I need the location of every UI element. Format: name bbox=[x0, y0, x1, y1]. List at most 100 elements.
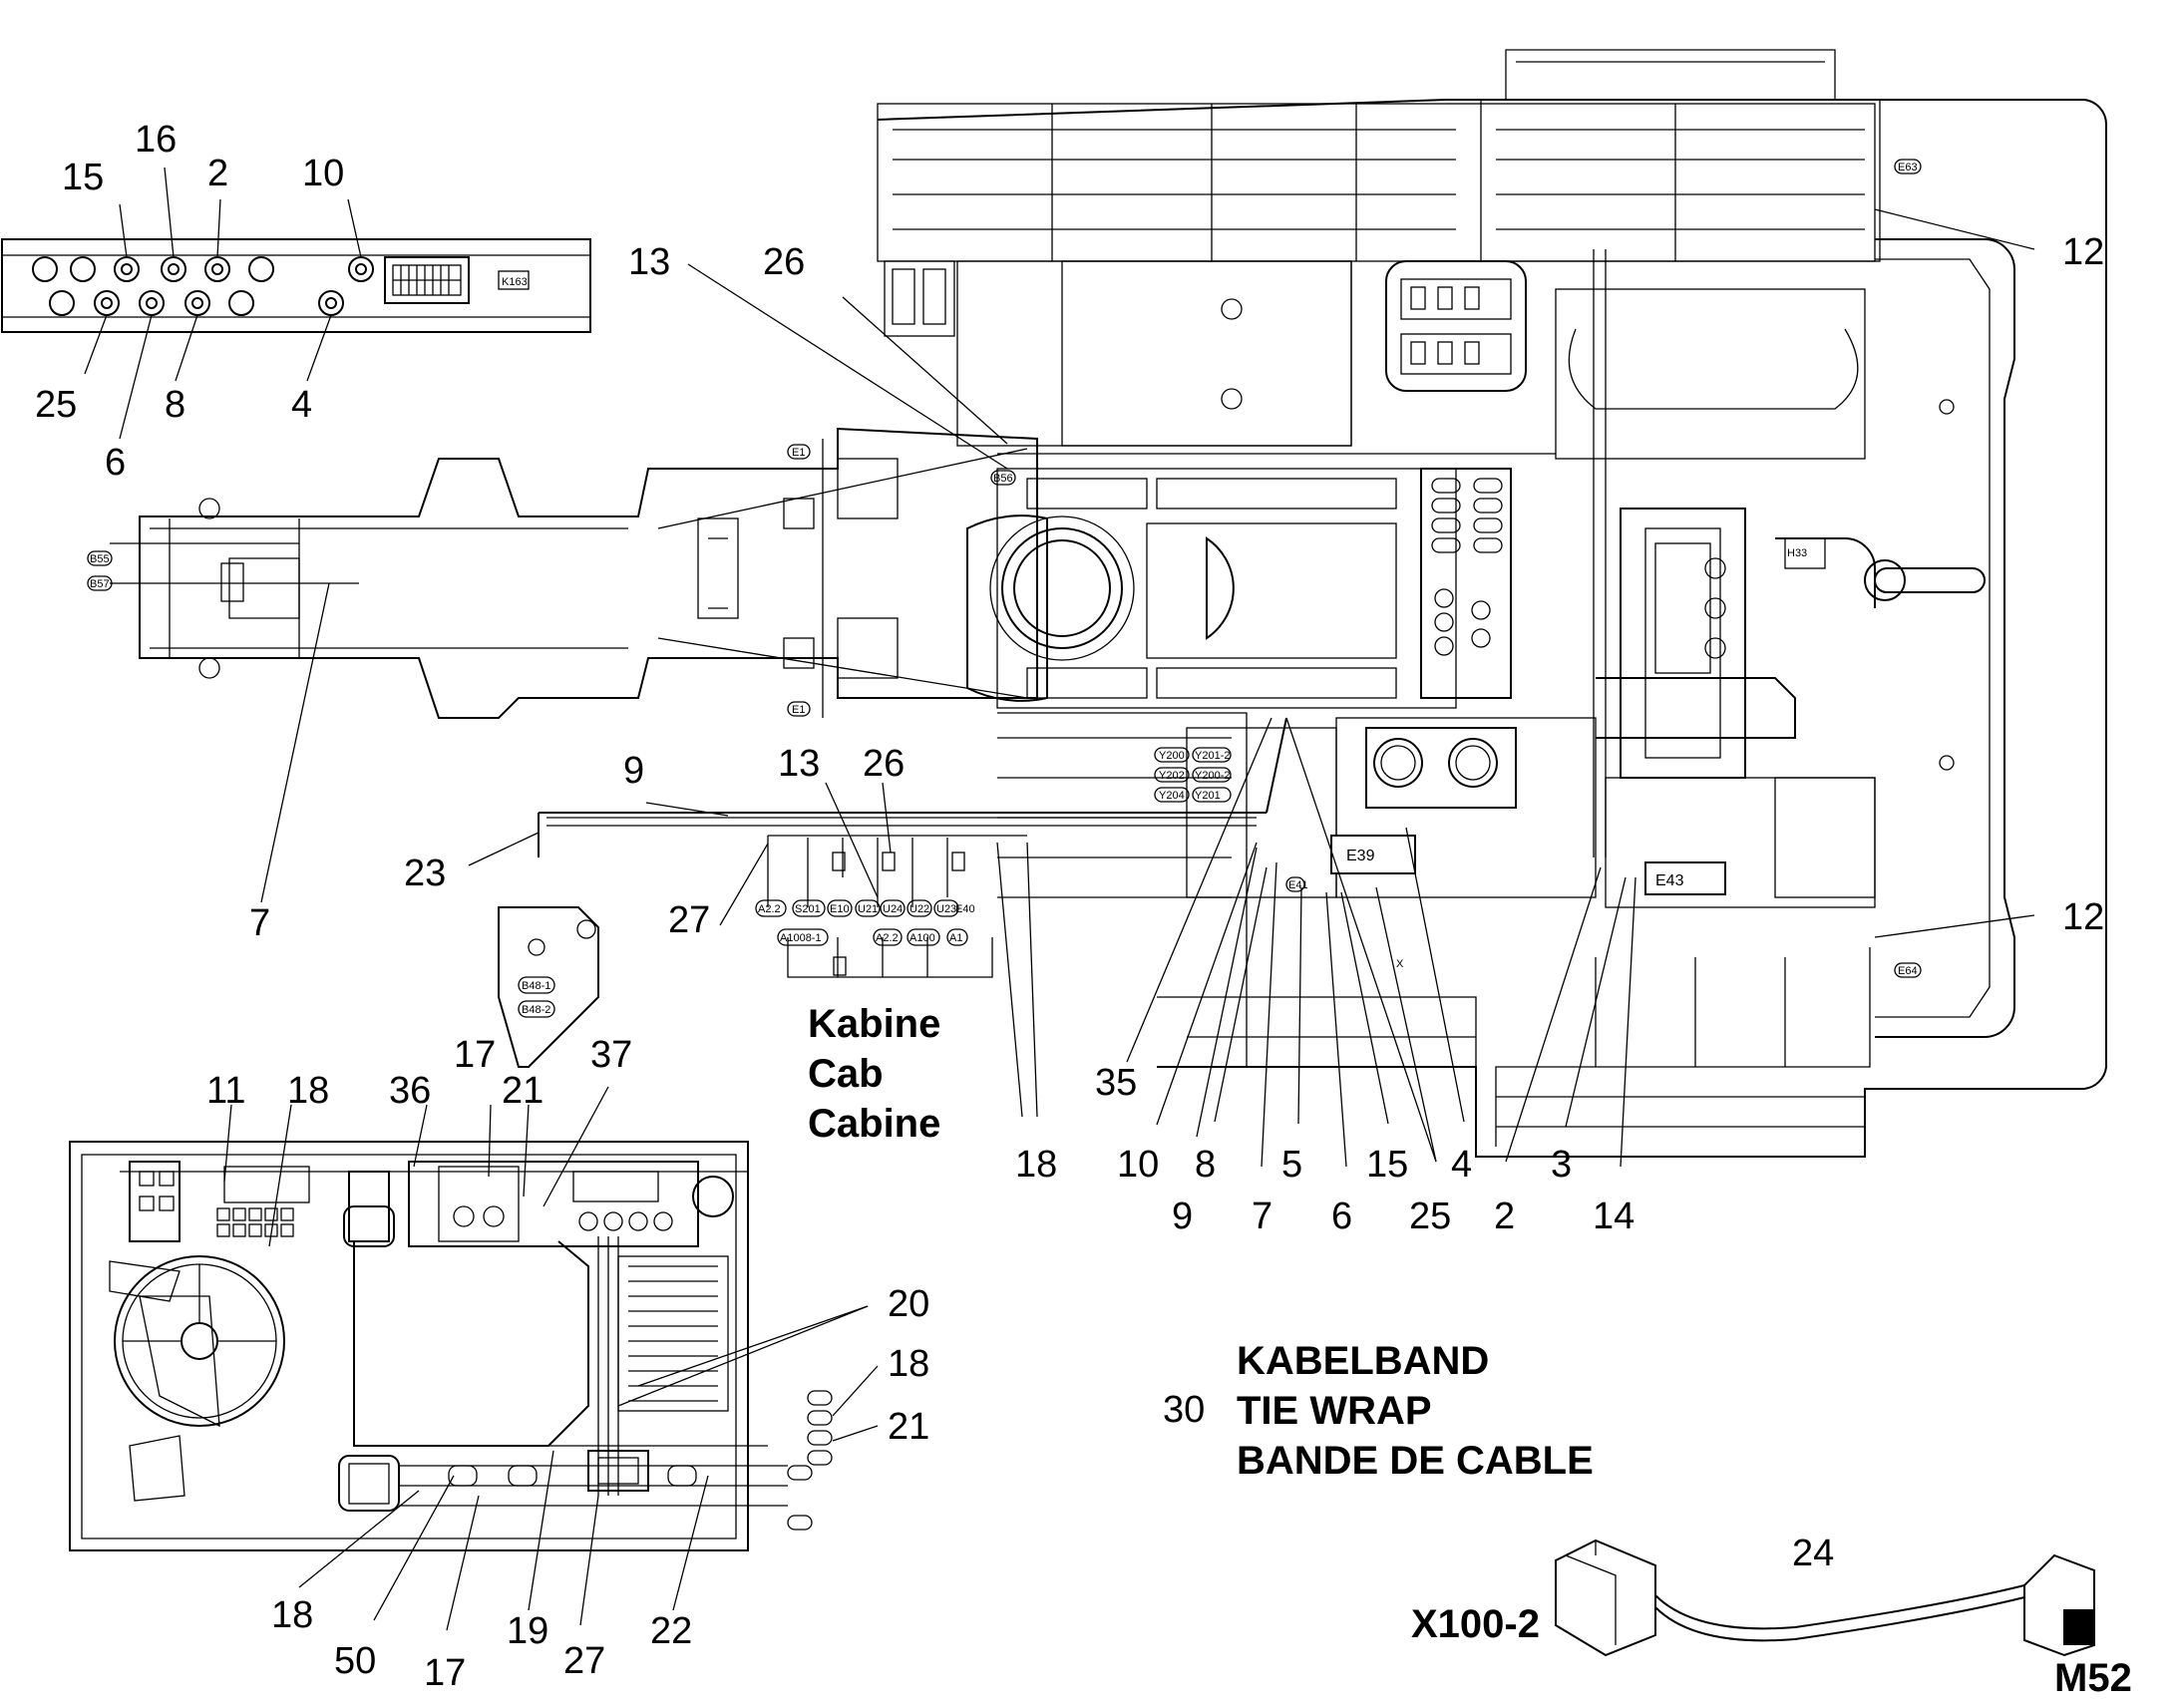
callout-50: 50 bbox=[334, 1640, 376, 1682]
callout-12-top: 12 bbox=[2062, 231, 2104, 273]
cab-label-de: Kabine bbox=[808, 1002, 940, 1046]
callout-18-cab-bottom: 18 bbox=[271, 1594, 313, 1636]
tie-wrap-fr: BANDE DE CABLE bbox=[1237, 1439, 1594, 1483]
callout-7-bottom: 7 bbox=[1252, 1196, 1272, 1237]
callout-9-top: 9 bbox=[623, 750, 644, 792]
tag-e43: E43 bbox=[1655, 872, 1684, 889]
callout-27-bottom: 27 bbox=[563, 1640, 605, 1682]
tag-b55: B55 bbox=[90, 553, 110, 565]
callout-14: 14 bbox=[1593, 1196, 1635, 1237]
tag-e10: E10 bbox=[830, 903, 850, 915]
callout-10-bottom: 10 bbox=[1117, 1144, 1159, 1186]
cab-detail bbox=[69, 1141, 833, 1551]
callout-3: 3 bbox=[1551, 1144, 1572, 1186]
callout-2: 2 bbox=[207, 153, 228, 194]
cab-label-en: Cab bbox=[808, 1052, 884, 1096]
adapter-cable bbox=[1555, 1538, 2095, 1657]
callout-30: 30 bbox=[1163, 1389, 1205, 1431]
callout-26-top: 26 bbox=[763, 241, 805, 283]
callout-23: 23 bbox=[404, 853, 446, 894]
callout-37: 37 bbox=[590, 1034, 632, 1076]
callout-18-cab-right: 18 bbox=[888, 1343, 929, 1385]
callout-8-bottom: 8 bbox=[1195, 1144, 1216, 1186]
callout-5: 5 bbox=[1281, 1144, 1302, 1186]
tag-b48-1: B48-1 bbox=[522, 980, 550, 992]
callout-25-bottom: 25 bbox=[1409, 1196, 1451, 1237]
tag-y201-2: Y201-2 bbox=[1195, 750, 1230, 762]
callout-36: 36 bbox=[389, 1070, 431, 1112]
tie-wrap-de: KABELBAND bbox=[1237, 1339, 1489, 1383]
engine: H33 E43 bbox=[1593, 249, 1986, 908]
callout-2-bottom: 2 bbox=[1494, 1196, 1515, 1237]
callout-15: 15 bbox=[62, 157, 104, 198]
callout-4-bottom: 4 bbox=[1451, 1144, 1472, 1186]
callout-9-bottom: 9 bbox=[1172, 1196, 1193, 1237]
callout-4: 4 bbox=[291, 384, 312, 426]
connector-panel: K163 bbox=[1, 167, 591, 440]
tag-e39: E39 bbox=[1346, 848, 1375, 864]
tag-a1: A1 bbox=[949, 932, 962, 944]
callout-22: 22 bbox=[650, 1610, 692, 1652]
callout-35: 35 bbox=[1095, 1062, 1137, 1104]
tag-a100: A100 bbox=[909, 932, 935, 944]
callout-17-bottom: 17 bbox=[424, 1652, 466, 1694]
tag-u23: U23 bbox=[936, 903, 956, 915]
tie-wrap-en: TIE WRAP bbox=[1237, 1389, 1432, 1433]
turntable bbox=[966, 453, 1556, 709]
leader-lines bbox=[468, 208, 2035, 1168]
cab-label-fr: Cabine bbox=[808, 1102, 940, 1146]
tag-x: X bbox=[1396, 958, 1404, 970]
tag-u21: U21 bbox=[858, 903, 878, 915]
callout-24: 24 bbox=[1792, 1533, 1834, 1574]
battery-frame: E39 E41 X bbox=[997, 712, 1597, 1067]
callout-20: 20 bbox=[888, 1283, 929, 1325]
tag-y200: Y200 bbox=[1159, 750, 1185, 762]
tag-y200-2: Y200-2 bbox=[1195, 770, 1230, 782]
tag-e63: E63 bbox=[1898, 162, 1918, 173]
valve-block bbox=[1420, 468, 1512, 699]
tag-b57: B57 bbox=[90, 578, 110, 590]
callout-18-mid: 18 bbox=[1015, 1144, 1057, 1186]
callout-26-mid: 26 bbox=[863, 743, 905, 785]
tag-e1-bottom: E1 bbox=[792, 704, 805, 716]
callout-27-mid: 27 bbox=[668, 899, 710, 941]
tag-s201: S201 bbox=[795, 903, 821, 915]
callout-13-top: 13 bbox=[628, 241, 670, 283]
tag-k163: K163 bbox=[502, 276, 528, 288]
callout-6: 6 bbox=[105, 442, 126, 484]
tag-a2-2b: A2.2 bbox=[876, 932, 899, 944]
tag-e40: E40 bbox=[955, 903, 975, 915]
cab-leaders bbox=[223, 1086, 879, 1631]
callout-15-bottom: 15 bbox=[1366, 1144, 1408, 1186]
connector-m52: M52 bbox=[2054, 1656, 2132, 1700]
tag-y201: Y201 bbox=[1195, 790, 1221, 802]
callout-13-mid: 13 bbox=[778, 743, 820, 785]
boom-arm: B55 B57 E1 E1 B56 bbox=[87, 427, 1038, 719]
tag-y204: Y204 bbox=[1159, 790, 1185, 802]
tag-b48-2: B48-2 bbox=[522, 1004, 550, 1016]
tag-u22: U22 bbox=[909, 903, 929, 915]
callout-11: 11 bbox=[206, 1070, 245, 1112]
callout-19: 19 bbox=[507, 1610, 548, 1652]
callout-10: 10 bbox=[302, 153, 344, 194]
cab-harness: A2.2 S201 E10 U21 U24 U22 U23 A1008-1 A2… bbox=[498, 717, 1287, 1068]
tag-h33: H33 bbox=[1787, 547, 1807, 559]
upper-deck: E63 E64 bbox=[877, 49, 2108, 1158]
callout-16: 16 bbox=[135, 119, 177, 161]
callout-18-cab-top: 18 bbox=[287, 1070, 329, 1112]
tag-e41: E41 bbox=[1288, 879, 1308, 891]
callout-25: 25 bbox=[35, 384, 77, 426]
callout-21-top: 21 bbox=[502, 1070, 544, 1112]
callout-17-top: 17 bbox=[454, 1034, 496, 1076]
harness-cluster: Y200 Y201-2 Y202 Y200-2 Y204 Y201 bbox=[1154, 747, 1232, 803]
tag-b56: B56 bbox=[993, 473, 1013, 485]
callout-8: 8 bbox=[165, 384, 185, 426]
tag-u24: U24 bbox=[883, 903, 903, 915]
tag-e1-top: E1 bbox=[792, 447, 805, 459]
tag-e64: E64 bbox=[1898, 965, 1918, 977]
tag-y202: Y202 bbox=[1159, 770, 1185, 782]
callout-21-right: 21 bbox=[888, 1406, 929, 1448]
callout-12-bottom: 12 bbox=[2062, 896, 2104, 938]
